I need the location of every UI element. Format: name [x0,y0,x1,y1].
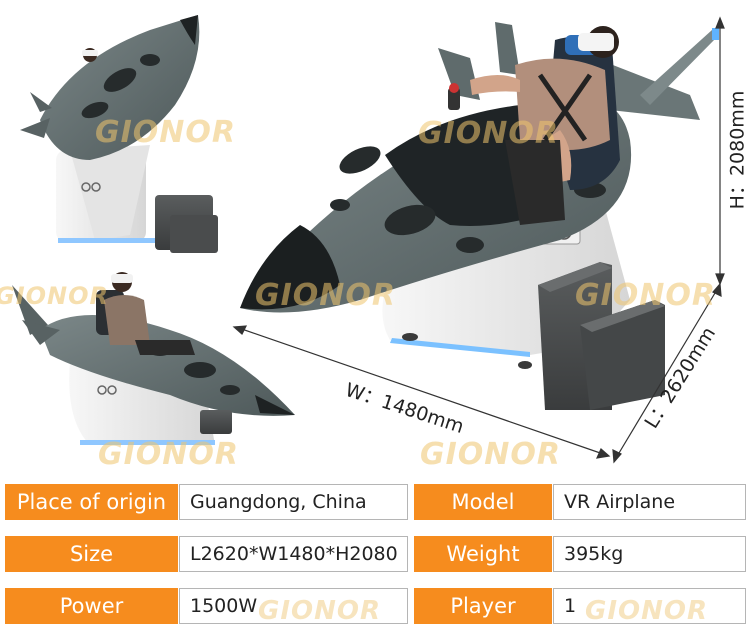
width-dimension-line [232,325,611,459]
vertical-stabilizer-2 [495,22,520,75]
wing [30,92,52,112]
height-dimension-label: H：2080mm [726,90,749,210]
height-dimension-line [715,16,725,286]
brand-watermark: GIONOR [420,437,561,470]
nose-cone [240,225,340,310]
player-arm [470,75,520,95]
brand-watermark: GIONOR [575,278,716,313]
spec-value-model: VR Airplane [553,484,746,520]
brand-watermark: GIONOR [98,437,239,470]
tail-wing [12,285,48,335]
brand-watermark: GIONOR [255,278,396,313]
spec-value-place-of-origin: Guangdong, China [179,484,408,520]
vertical-stabilizer [438,48,480,100]
vr-headset [578,33,614,51]
brand-watermark: GIONOR [585,596,708,626]
brand-watermark: GIONOR [258,596,381,626]
spec-label-place-of-origin: Place of origin [5,484,178,520]
spec-table: Place of origin Guangdong, China Model V… [0,484,750,638]
product-illustration [12,15,725,464]
spec-label-model: Model [414,484,552,520]
joystick [448,88,460,110]
spec-value-weight: 395kg [553,536,746,572]
spec-value-power: 1500W [179,588,408,624]
airplane-view-main [240,22,719,410]
base-light-strip [390,338,530,357]
spec-label-power: Power [5,588,178,624]
spec-value-player: 1 [553,588,746,624]
spec-value-size: L2620*W1480*H2080 [179,536,408,572]
step-stool [200,410,232,434]
step-stool [538,262,665,410]
brand-watermark: GIONOR [95,115,236,150]
base-stripe [80,440,215,445]
airplane-view-tilted [20,15,218,253]
tail-wing [20,118,50,138]
brand-watermark: GIONOR [0,282,109,310]
spec-label-player: Player [414,588,552,624]
player-body [104,295,150,345]
seat-belt [537,73,593,142]
product-photo: GIONOR GIONOR GIONOR GIONOR GIONOR GIONO… [0,15,749,470]
antenna-arm [640,30,718,105]
wing [22,320,60,345]
player-legs [505,140,565,225]
brand-watermark: GIONOR [418,116,559,151]
base-stripe [58,238,168,243]
spec-label-size: Size [5,536,178,572]
airplane-view-level [12,272,295,445]
spec-label-weight: Weight [414,536,552,572]
length-dimension-line [612,282,722,464]
base-arm [70,145,150,240]
